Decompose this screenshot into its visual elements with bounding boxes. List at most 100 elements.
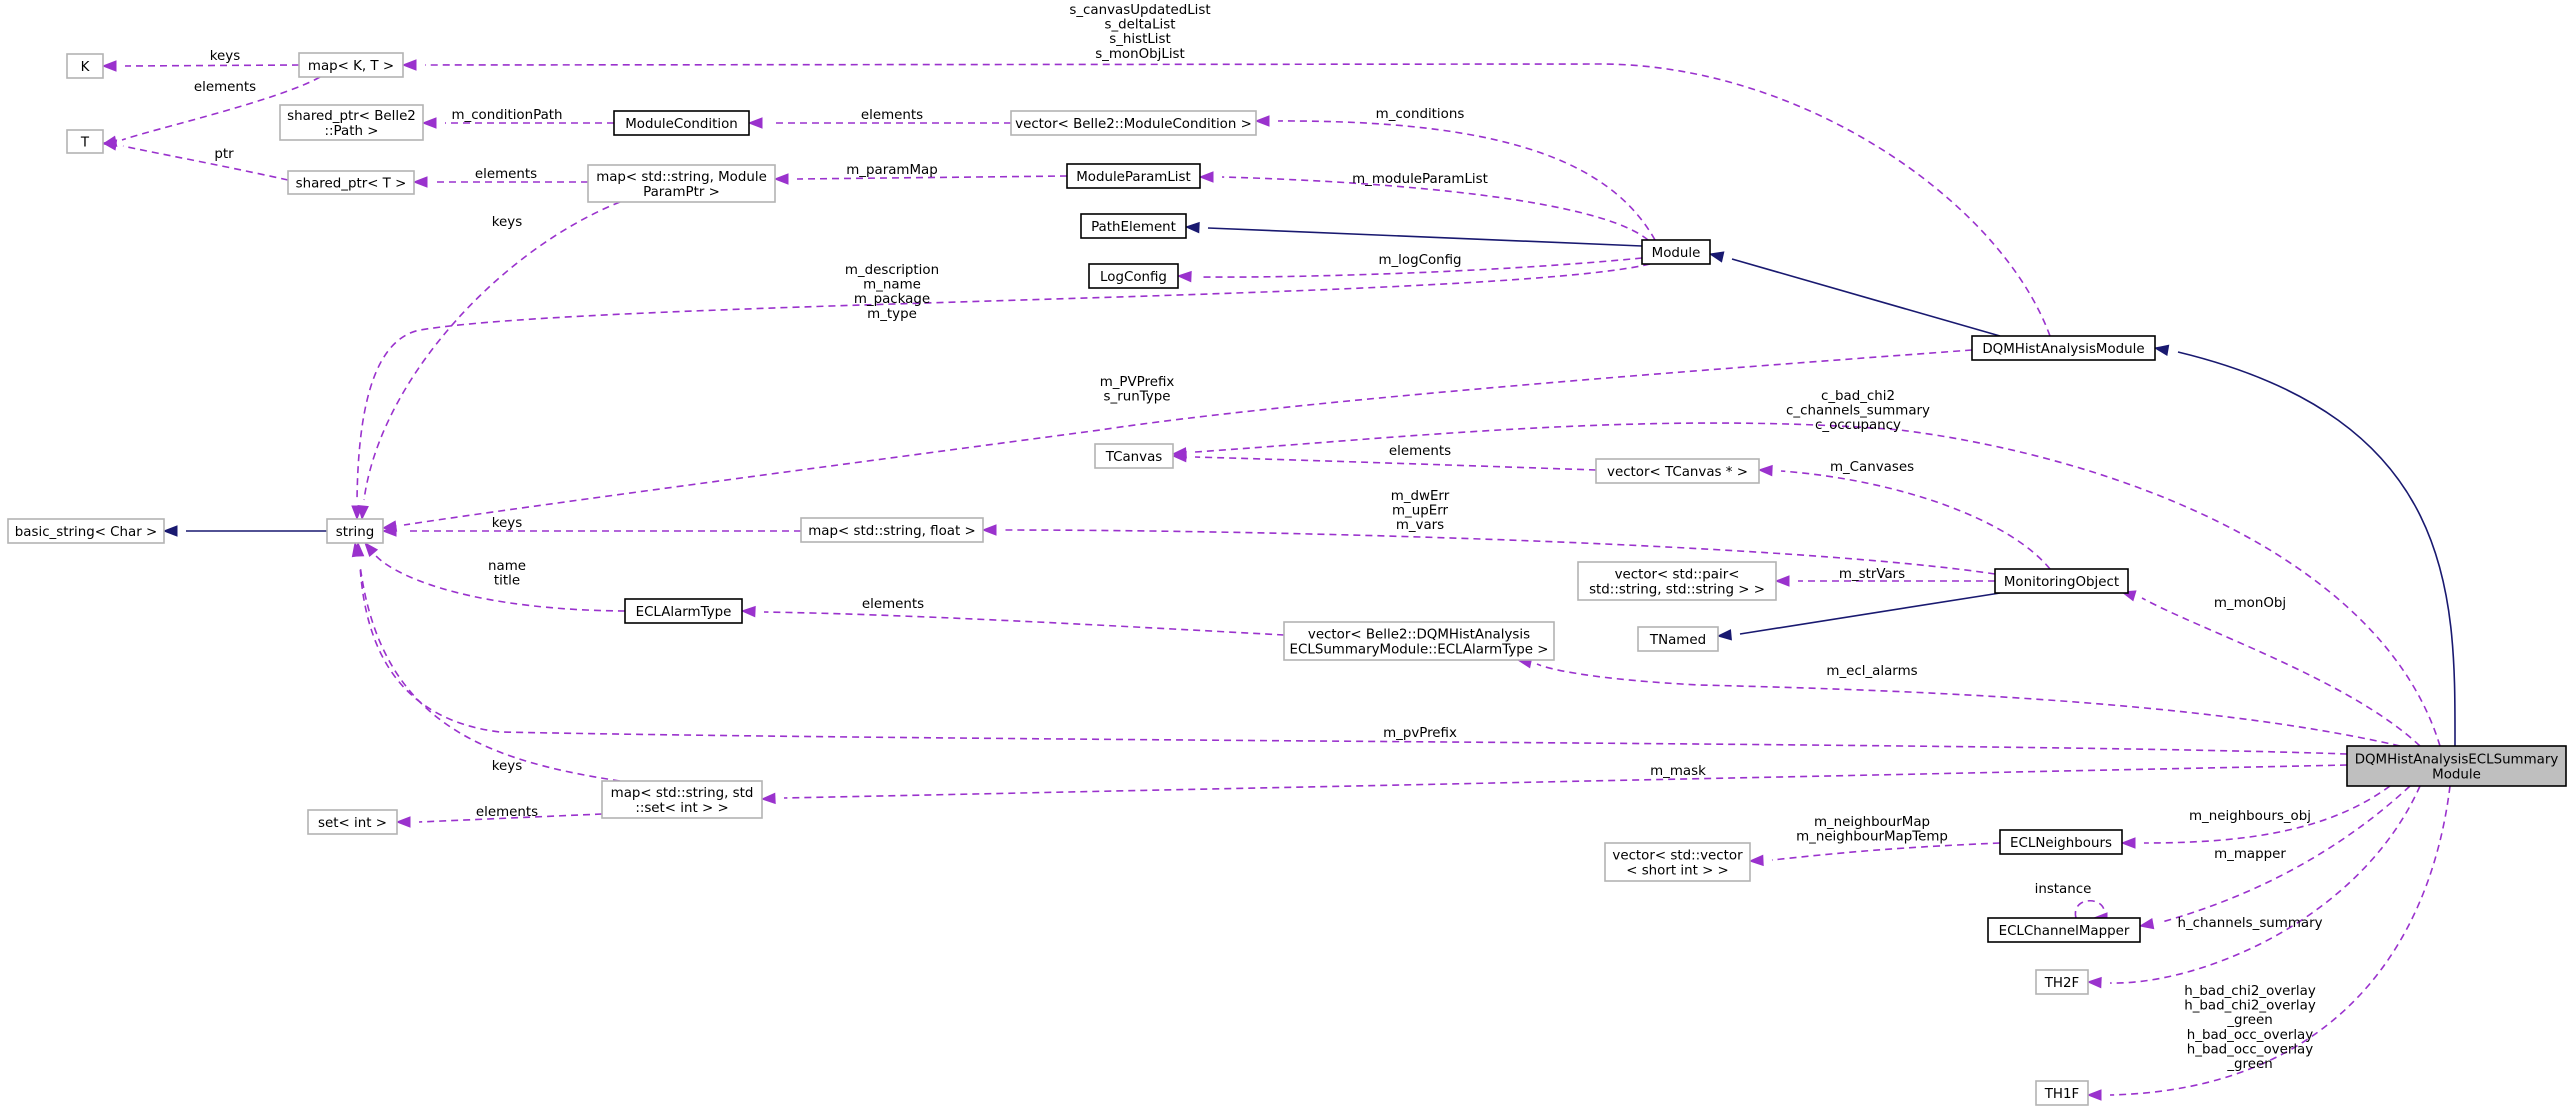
node-shared-t[interactable]: shared_ptr< T >	[287, 170, 415, 195]
edge-label-neighboursObj: m_neighbours_obj	[2189, 809, 2311, 824]
node-box	[66, 53, 104, 79]
edge-dqmhist-module	[1708, 251, 2001, 337]
node-box	[1595, 458, 1760, 484]
node-vector-pair[interactable]: vector< std::pair<std::string, std::stri…	[1577, 561, 1777, 601]
edge-line	[1277, 120, 1656, 241]
node-label: MonitoringObject	[2004, 575, 2119, 590]
edge-label-elementsT: elements	[194, 80, 256, 95]
node-dqm-hist-analysis-module[interactable]: DQMHistAnalysisModule	[1971, 335, 2156, 361]
node-map-k-t[interactable]: map< K, T >	[298, 52, 404, 78]
edge-line	[1207, 227, 1643, 247]
edge-line	[2109, 785, 2451, 1096]
node-k[interactable]: K	[66, 53, 104, 79]
node-box	[298, 52, 404, 78]
node-monitoring-object[interactable]: MonitoringObject	[1994, 568, 2129, 594]
edge-line	[403, 349, 1973, 526]
edges-layer	[101, 59, 2456, 1101]
node-label: Module	[1652, 246, 1701, 261]
node-box	[1604, 842, 1751, 882]
edge-monitoring-mapfloat	[981, 524, 1996, 575]
edge-line	[1221, 176, 1649, 241]
edge-dqmhist-string	[381, 349, 1973, 532]
node-box	[287, 170, 415, 195]
node-label: TH2F	[2044, 976, 2079, 991]
node-th1f[interactable]: TH1F	[2035, 1080, 2089, 1106]
arrowhead	[981, 524, 997, 536]
edge-label-channelsSummary: h_channels_summary	[2177, 916, 2322, 931]
edge-line	[1194, 422, 2441, 747]
edge-main-eclchannelmapper	[2138, 785, 2411, 930]
edge-main-mapset	[760, 764, 2348, 805]
node-set-int[interactable]: set< int >	[307, 809, 398, 835]
node-label: K	[81, 60, 91, 75]
edge-line	[1004, 529, 1996, 575]
edge-module-pathelement	[1184, 221, 1643, 247]
node-shared-path[interactable]: shared_ptr< Belle2::Path >	[279, 104, 424, 141]
node-map-string-set[interactable]: map< std::string, std::set< int > >	[601, 780, 763, 819]
node-box	[326, 518, 384, 544]
arrowhead	[1708, 251, 1725, 263]
arrowhead	[760, 792, 776, 805]
node-tnamed[interactable]: TNamed	[1637, 626, 1719, 652]
edge-main-th1f	[2086, 785, 2451, 1101]
node-ecl-channel-mapper[interactable]: ECLChannelMapper	[1987, 917, 2141, 943]
node-tcanvas[interactable]: TCanvas	[1094, 443, 1174, 469]
node-box	[1080, 213, 1187, 239]
edge-label-elementsAlarm: elements	[862, 597, 924, 612]
node-box	[1641, 239, 1711, 265]
arrowhead	[351, 541, 364, 558]
node-vector-vector[interactable]: vector< std::vector< short int > >	[1604, 842, 1751, 882]
edge-label-strVars: m_strVars	[1839, 567, 1905, 582]
edge-line	[783, 764, 2348, 799]
node-th2f[interactable]: TH2F	[2035, 969, 2089, 995]
edge-main-eclneighbours	[2120, 785, 2391, 849]
edge-monitoring-tnamed	[1716, 592, 2001, 641]
node-basic-string[interactable]: basic_string< Char >	[7, 518, 165, 544]
edge-eclalarmtype-string	[364, 541, 626, 612]
edge-module-moduleparamlist	[1198, 171, 1649, 241]
node-log-config[interactable]: LogConfig	[1088, 263, 1179, 289]
arrowhead	[1748, 854, 1764, 867]
edge-line	[375, 555, 626, 612]
edge-label-keysParam: keys	[492, 215, 522, 230]
node-module-condition[interactable]: ModuleCondition	[613, 110, 750, 136]
arrowhead	[1254, 115, 1270, 127]
node-label: TH1F	[2044, 1087, 2079, 1102]
edge-module-vectorcondition	[1254, 115, 1656, 241]
node-label: ModuleCondition	[625, 117, 738, 132]
arrowhead	[740, 605, 756, 618]
node-label: ECLChannelMapper	[1999, 924, 2130, 939]
node-ecl-alarm-type[interactable]: ECLAlarmType	[624, 598, 743, 624]
arrowhead	[412, 176, 428, 188]
arrowhead	[364, 541, 379, 558]
node-box	[1577, 561, 1777, 601]
arrowhead	[2153, 344, 2170, 356]
edge-label-logConfig: m_logConfig	[1378, 253, 1461, 268]
edge-label-mask: m_mask	[1650, 764, 1706, 779]
arrowhead	[747, 117, 763, 129]
node-vector-t-canvas[interactable]: vector< TCanvas * >	[1595, 458, 1760, 484]
arrowhead	[1774, 575, 1790, 587]
node-box	[279, 104, 424, 141]
node-label: vector< std::vector< short int > >	[1612, 849, 1743, 879]
arrowhead	[2138, 917, 2155, 930]
node-path-element[interactable]: PathElement	[1080, 213, 1187, 239]
arrowhead	[101, 139, 118, 151]
node-label: map< K, T >	[308, 59, 394, 74]
arrowhead	[401, 59, 417, 71]
node-vector-module-condition[interactable]: vector< Belle2::ModuleCondition >	[1010, 110, 1257, 136]
node-string[interactable]: string	[326, 518, 384, 544]
arrowhead	[381, 525, 397, 537]
node-module[interactable]: Module	[1641, 239, 1711, 265]
node-t[interactable]: T	[66, 129, 104, 154]
node-module-param-list[interactable]: ModuleParamList	[1066, 163, 1201, 189]
node-ecl-neighbours[interactable]: ECLNeighbours	[1999, 829, 2123, 855]
node-box	[601, 780, 763, 819]
node-map-string-float[interactable]: map< std::string, float >	[800, 517, 984, 543]
